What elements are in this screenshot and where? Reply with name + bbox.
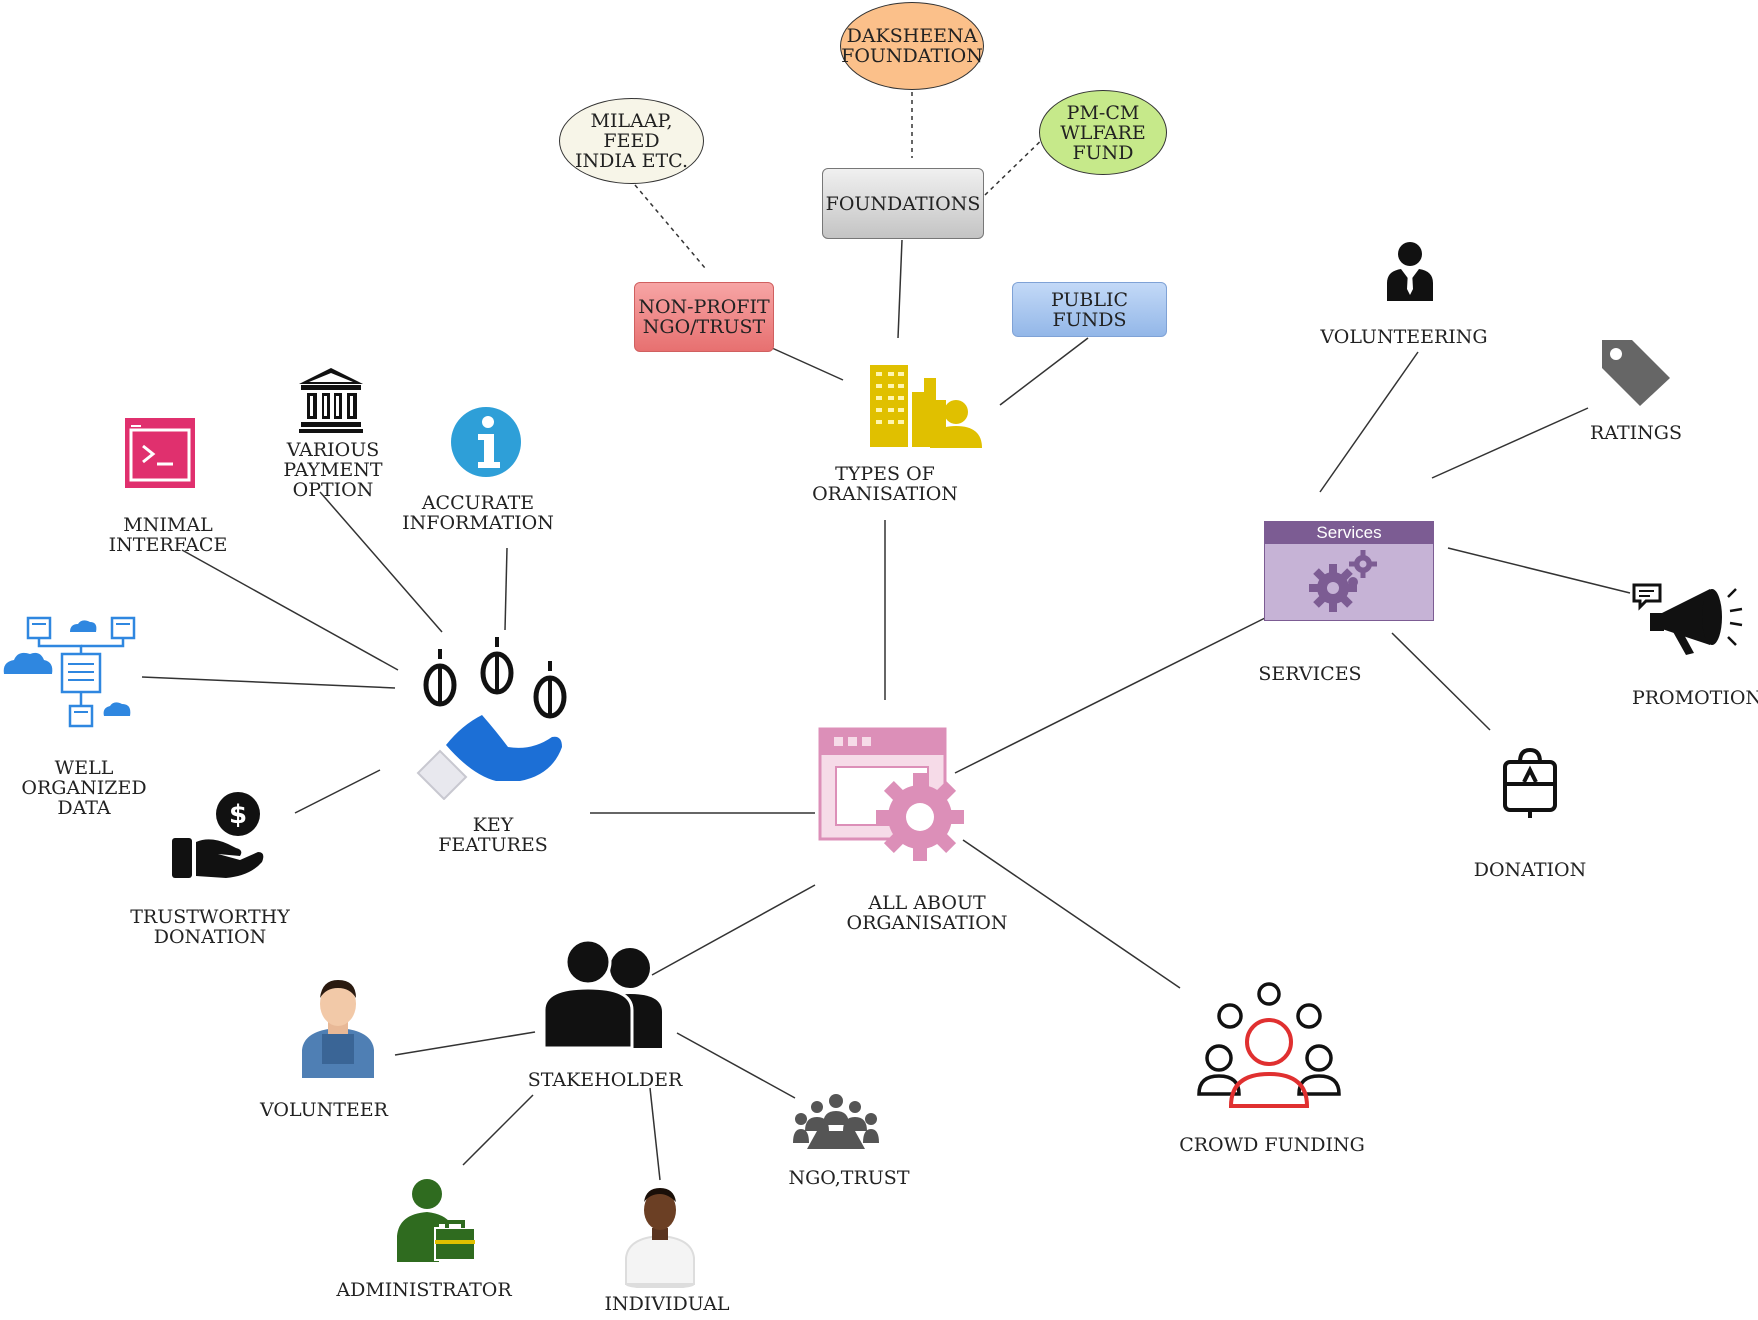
edge-sh-ngo (676, 1032, 796, 1099)
key-features-label: KEY FEATURES (438, 814, 548, 856)
ngo-trust-label: NGO,TRUST (788, 1167, 910, 1189)
types-of-organisation-label: TYPES OF ORANISATION (812, 463, 958, 505)
worker-icon (302, 980, 374, 1078)
edge-kf-mnimal (181, 549, 399, 671)
nonprofit-node: NON-PROFIT NGO/TRUST (634, 282, 774, 352)
edge-sh-volunteer (394, 1031, 536, 1056)
administrator-label: ADMINISTRATOR (336, 1279, 512, 1301)
businessman-icon (1387, 242, 1433, 301)
edge-services-promotion (1447, 547, 1631, 594)
person-icon (625, 1188, 695, 1288)
public-funds-node: PUBLIC FUNDS (1012, 282, 1167, 337)
cloud-data-icon (3, 616, 136, 728)
crowd-icon (1197, 982, 1341, 1108)
crowd-funding-label: CROWD FUNDING (1179, 1134, 1365, 1156)
edge-kf-data (141, 676, 396, 689)
svg-text:$: $ (229, 800, 247, 830)
bag-icon (1503, 748, 1557, 818)
stakeholder-label: STAKEHOLDER (527, 1069, 683, 1091)
volunteer-label: VOLUNTEER (260, 1099, 388, 1121)
well-organized-data-label: WELL ORGANIZED DATA (21, 757, 147, 819)
pmcm-fund-node: PM-CM WLFARE FUND (1039, 90, 1167, 175)
info-icon (451, 407, 521, 477)
promotion-label: PROMOTION (1631, 687, 1758, 709)
various-payment-label: VARIOUS PAYMENT OPTION (283, 439, 383, 501)
group-meeting-icon (793, 1094, 879, 1149)
tag-icon (1602, 340, 1670, 406)
individual-label: INDIVIDUAL (604, 1293, 730, 1315)
milaap-node: MILAAP, FEED INDIA ETC. (559, 98, 704, 184)
edge-hub-services (954, 617, 1266, 774)
edge-sh-individual (649, 1087, 661, 1181)
donation-label: DONATION (1473, 859, 1587, 881)
volunteering-label: VOLUNTEERING (1320, 326, 1488, 348)
terminal-window-icon (125, 418, 195, 488)
edge-sh-admin (462, 1094, 534, 1166)
all-about-organisation-label: ALL ABOUT ORGANISATION (846, 892, 1008, 934)
edge-hub-stakeholder (651, 884, 816, 976)
window-gear-icon (818, 727, 964, 861)
gears-icon (1309, 550, 1377, 612)
edge-types-nonprofit (771, 347, 844, 381)
hand-dollar-icon: $ (172, 792, 264, 878)
foundations-node: FOUNDATIONS (822, 168, 984, 239)
accurate-information-label: ACCURATE INFORMATION (402, 492, 554, 534)
hand-coins-icon (416, 637, 567, 800)
services-panel: Services (1264, 521, 1434, 621)
edge-types-public (999, 337, 1089, 406)
edge-kf-payment (319, 491, 443, 633)
daksheena-foundation-node: DAKSHEENA FOUNDATION (840, 2, 984, 90)
edge-services-donation (1391, 632, 1491, 731)
edge-dashed-milaap (634, 184, 706, 269)
bank-icon (299, 368, 363, 433)
trustworthy-donation-label: TRUSTWORTHY DONATION (130, 906, 290, 948)
edge-kf-trust (294, 769, 381, 814)
people-silhouette-icon (542, 940, 662, 1050)
ratings-label: RATINGS (1590, 422, 1682, 444)
megaphone-icon (1632, 583, 1743, 655)
edge-services-ratings (1431, 407, 1589, 479)
edge-hub-crowd (962, 839, 1181, 989)
edge-services-volunteering (1319, 351, 1419, 493)
edge-kf-accurate (504, 547, 508, 631)
mnimal-interface-label: MNIMAL INTERFACE (108, 514, 228, 556)
edge-types-foundations (897, 239, 903, 339)
buildings-person-icon (870, 365, 982, 448)
services-panel-title: Services (1265, 522, 1433, 544)
services-label: SERVICES (1258, 663, 1362, 685)
admin-toolbox-icon (397, 1179, 476, 1262)
